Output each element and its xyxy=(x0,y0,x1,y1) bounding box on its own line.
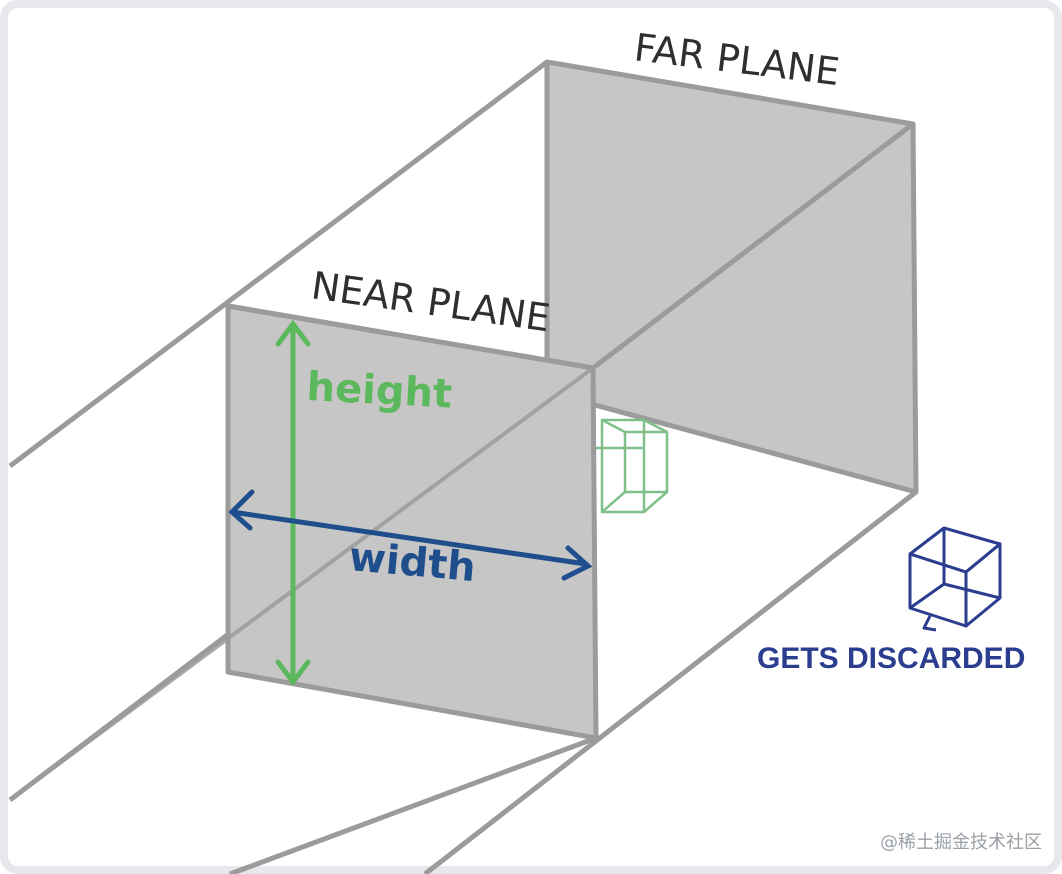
near-edge-diagonal-bottom xyxy=(229,735,597,874)
width-arrow xyxy=(228,489,593,581)
watermark: @稀土掘金技术社区 xyxy=(880,832,1042,853)
near-edge-top-left-extension xyxy=(227,303,594,371)
inside-cube xyxy=(596,418,669,514)
frustum-edge-top-left xyxy=(8,60,549,468)
near-edge-diagonal-top xyxy=(8,366,595,802)
height-arrow xyxy=(275,319,311,687)
gets-discarded-label: GETS DISCARDED xyxy=(757,642,1025,675)
height-label: height xyxy=(305,364,453,418)
width-label: width xyxy=(347,534,477,591)
frustum-edge-bottom-right xyxy=(423,490,918,874)
discarded-cube xyxy=(908,526,1002,632)
frustum-edge-top-right xyxy=(591,122,915,370)
